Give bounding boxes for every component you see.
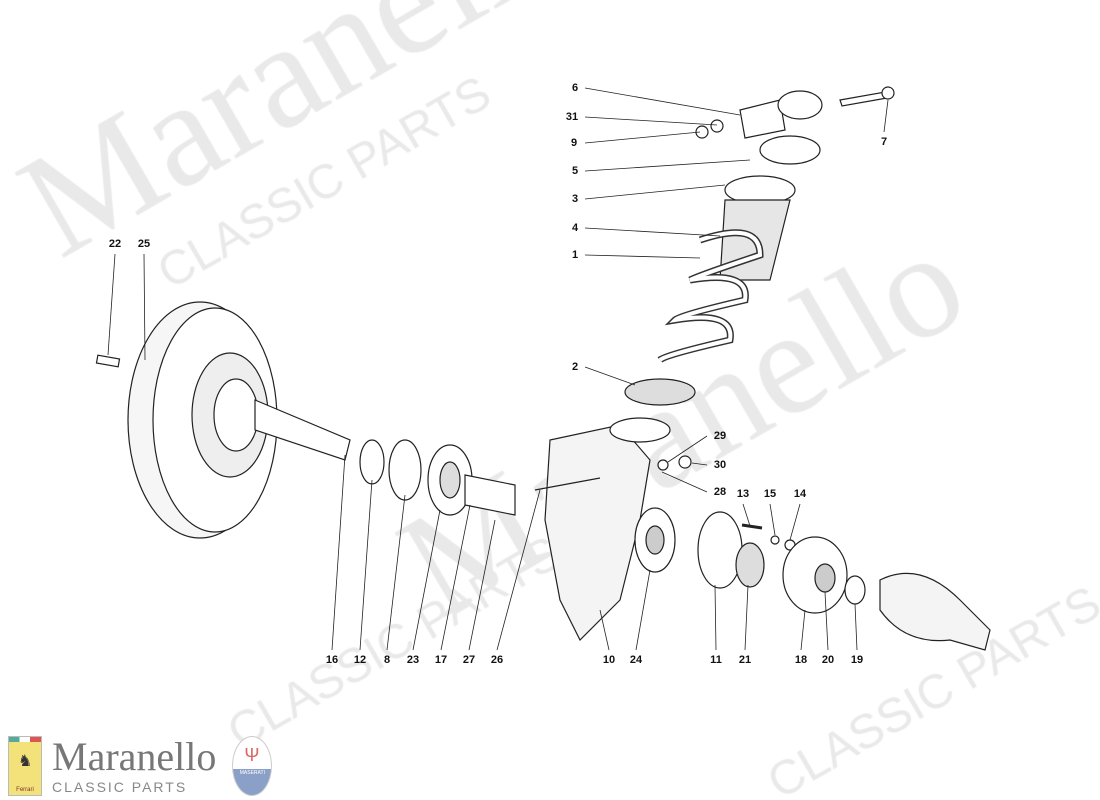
callout-7: 7 (880, 136, 888, 148)
callout-16: 16 (325, 654, 339, 666)
callout-15: 15 (763, 488, 777, 500)
callout-27: 27 (462, 654, 476, 666)
brand-name: Maranello (52, 734, 217, 779)
callout-29: 29 (713, 430, 727, 442)
callout-25: 25 (137, 238, 151, 250)
brand-tagline: CLASSIC PARTS (52, 779, 188, 795)
callout-5: 5 (571, 165, 579, 177)
ferrari-badge-text: Ferrari (16, 787, 34, 793)
brand-logo: ♞ Ferrari Maranello CLASSIC PARTS Ψ MASE… (8, 734, 273, 796)
callout-9: 9 (570, 137, 578, 149)
callout-23: 23 (406, 654, 420, 666)
callout-28: 28 (713, 486, 727, 498)
callout-3: 3 (571, 193, 579, 205)
brake-disc (127, 301, 278, 539)
callout-17: 17 (434, 654, 448, 666)
callout-24: 24 (629, 654, 643, 666)
callout-14: 14 (793, 488, 807, 500)
callout-8: 8 (383, 654, 391, 666)
maserati-badge-text: MASERATI (239, 770, 265, 776)
callout-30: 30 (713, 459, 727, 471)
callout-12: 12 (353, 654, 367, 666)
callout-26: 26 (490, 654, 504, 666)
callout-6: 6 (571, 82, 579, 94)
leader-lines (107, 87, 889, 651)
callout-4: 4 (571, 222, 579, 234)
maserati-badge-icon: Ψ MASERATI (232, 736, 273, 796)
callout-21: 21 (738, 654, 752, 666)
callout-20: 20 (821, 654, 835, 666)
callout-13: 13 (736, 488, 750, 500)
shock-absorber (609, 86, 895, 443)
callout-31: 31 (565, 111, 579, 123)
callout-1: 1 (571, 249, 579, 261)
callout-18: 18 (794, 654, 808, 666)
callout-22: 22 (108, 238, 122, 250)
callout-2: 2 (571, 361, 579, 373)
callout-19: 19 (850, 654, 864, 666)
callout-10: 10 (602, 654, 616, 666)
callout-11: 11 (710, 654, 722, 666)
ferrari-badge-icon: ♞ Ferrari (8, 736, 42, 796)
